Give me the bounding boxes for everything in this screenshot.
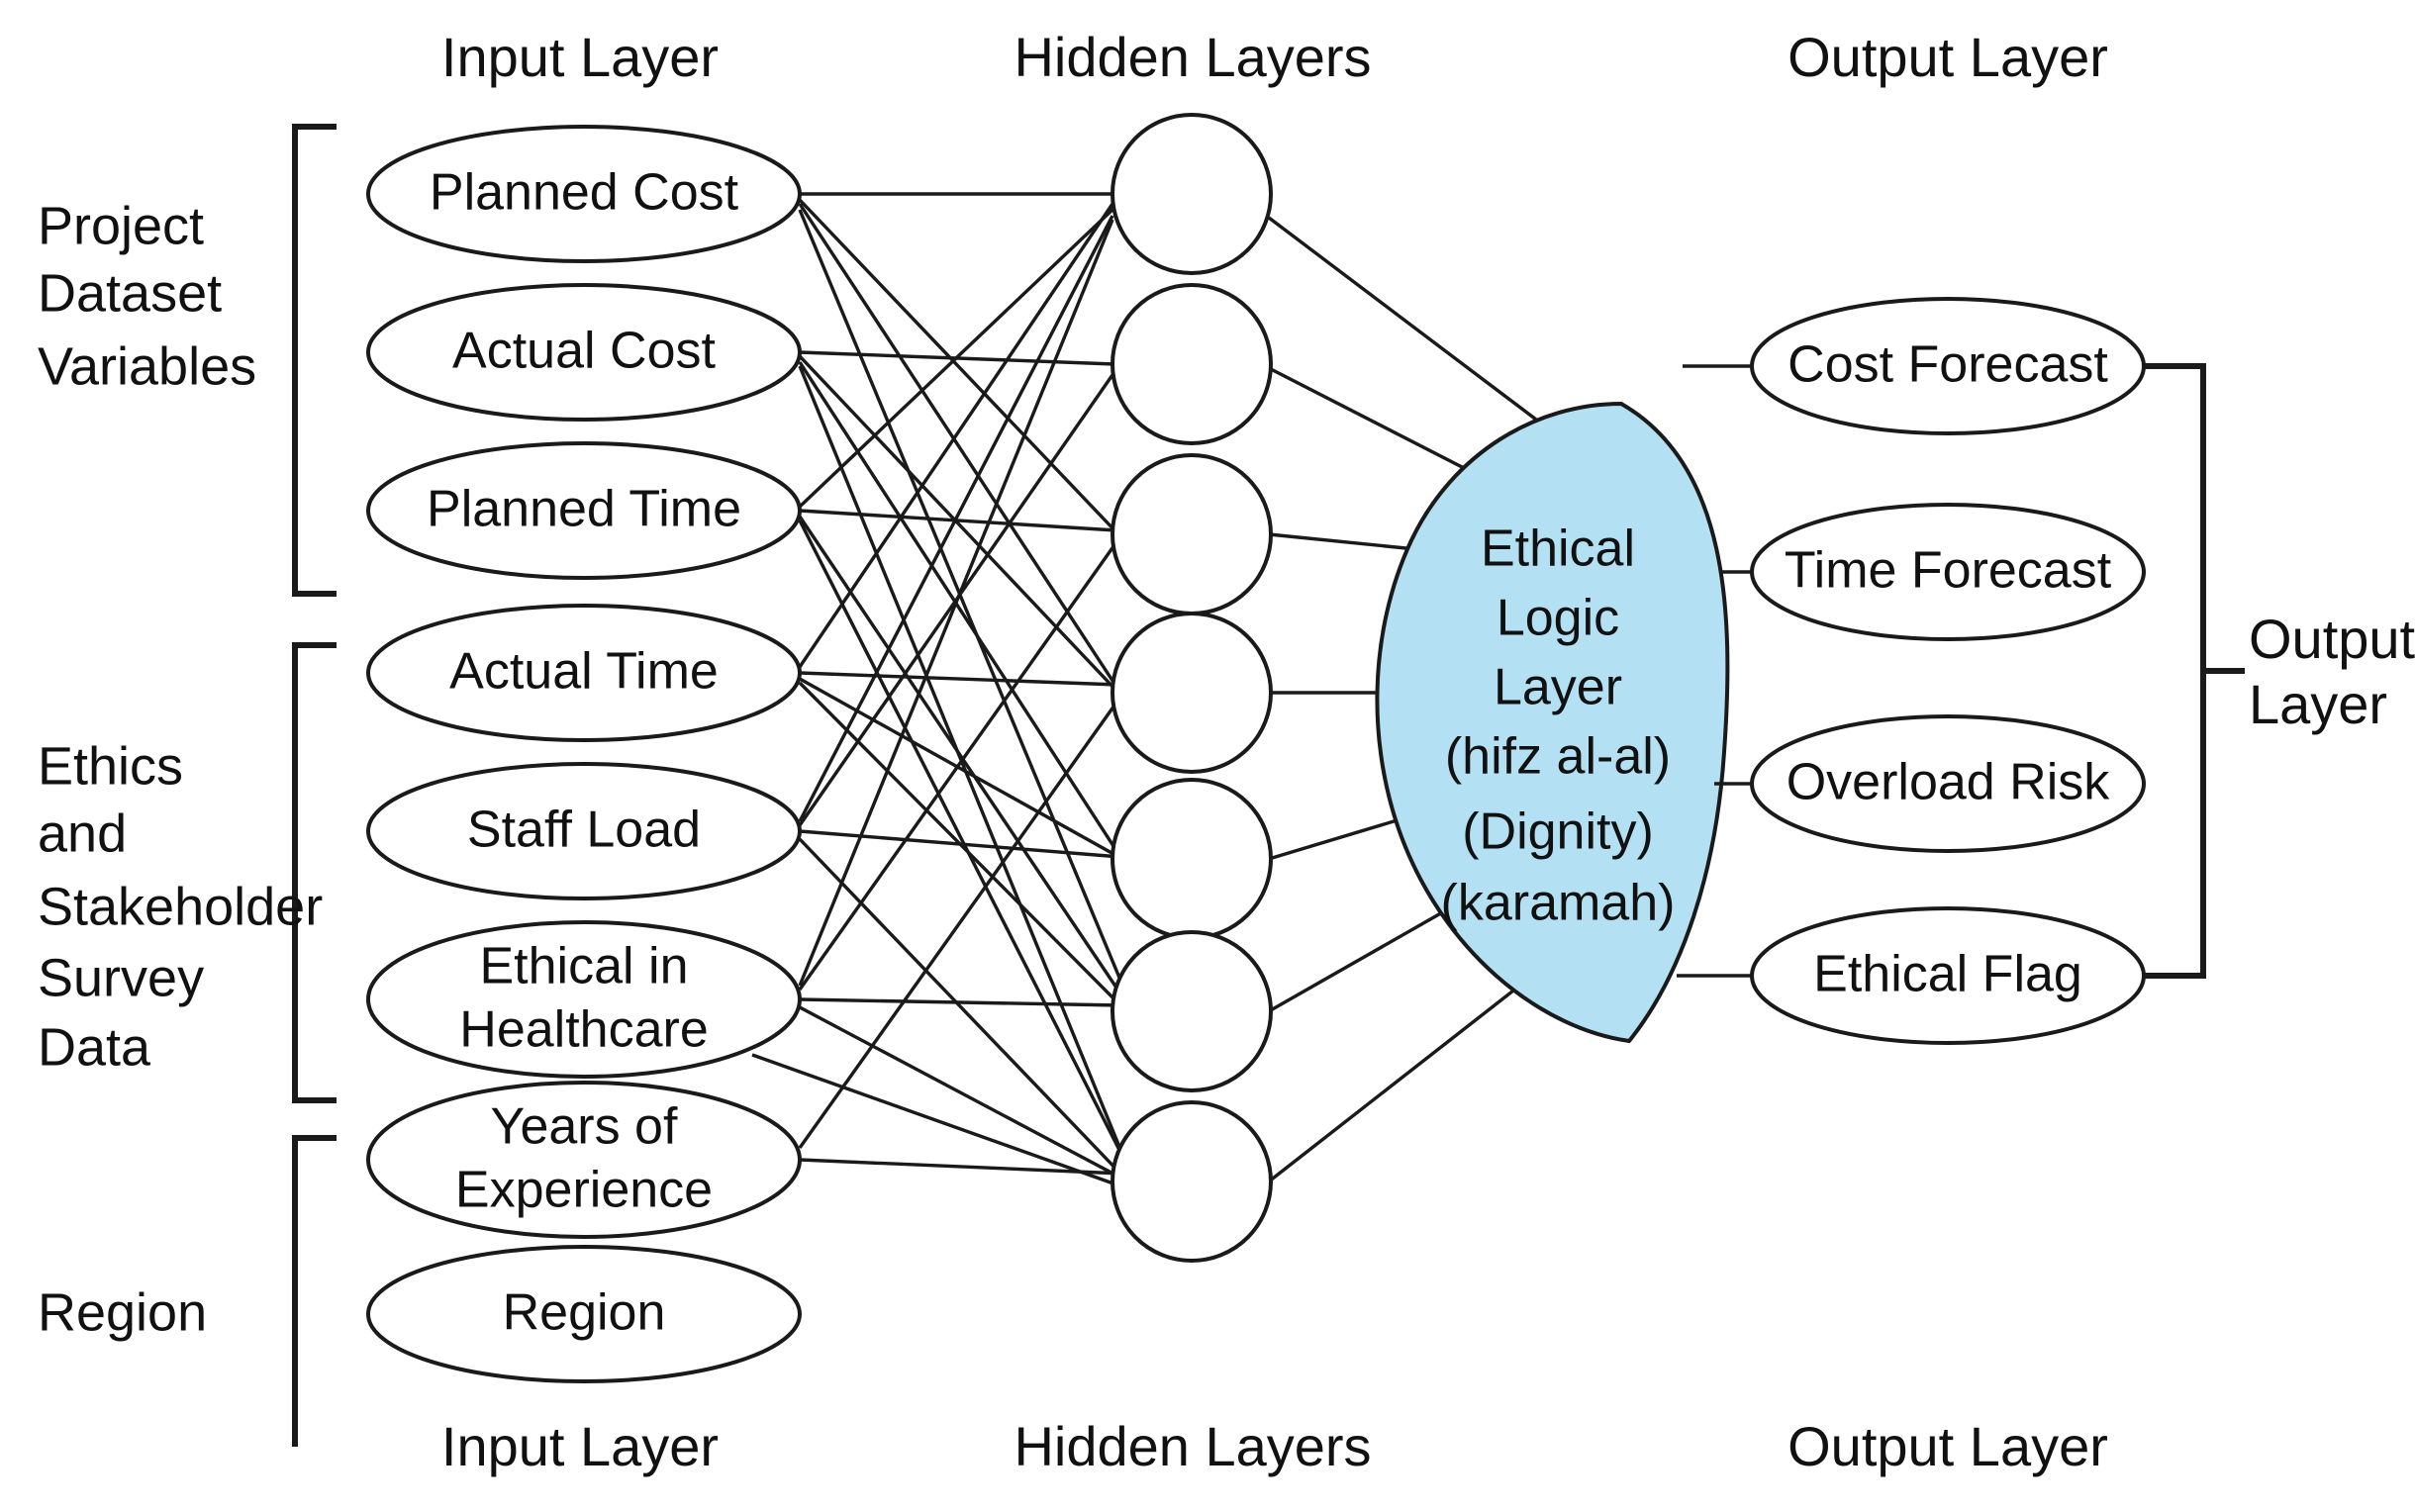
group-label-line: Region xyxy=(38,1282,207,1342)
output-node-overload-risk[interactable]: Overload Risk xyxy=(1750,714,2146,853)
ethical-layer-line: (Dignity) xyxy=(1462,803,1654,861)
input-node-label: Region xyxy=(503,1284,666,1342)
output-node-time-forecast[interactable]: Time Forecast xyxy=(1750,503,2146,641)
output-node-label: Ethical Flag xyxy=(1813,946,2082,1003)
group-label-project-dataset-variables: Project Dataset Variables xyxy=(38,196,256,396)
input-node-label: Actual Cost xyxy=(452,323,716,380)
output-node-label: Cost Forecast xyxy=(1787,336,2108,394)
input-node-label: Years of xyxy=(491,1098,678,1156)
hidden-node-2[interactable] xyxy=(1111,283,1273,445)
ethical-layer-line: (karamah) xyxy=(1441,875,1676,932)
input-node-label: Planned Time xyxy=(427,481,741,538)
input-node-label: Healthcare xyxy=(459,1001,708,1059)
header-bottom-output-layer: Output Layer xyxy=(1787,1415,2108,1477)
output-node-label: Time Forecast xyxy=(1785,542,2112,600)
input-node-region[interactable]: Region xyxy=(366,1245,802,1383)
output-layer-bracket xyxy=(2144,363,2245,979)
input-node-actual-time[interactable]: Actual Time xyxy=(366,604,802,742)
group-label-region: Region xyxy=(38,1282,207,1342)
group-label-line: Dataset xyxy=(38,263,222,323)
input-node-ethical-in-healthcare[interactable]: Ethical in Healthcare xyxy=(366,920,802,1079)
header-top-hidden-layers: Hidden Layers xyxy=(1014,26,1371,88)
group-label-line: Survey xyxy=(38,948,204,1007)
ethical-layer-line: Layer xyxy=(1494,659,1622,716)
group-label-line: Ethics xyxy=(38,736,183,796)
hidden-node-7[interactable] xyxy=(1111,1100,1273,1263)
ethical-layer-line: (hifz al-al) xyxy=(1445,728,1671,786)
group-label-line: Project xyxy=(38,196,204,255)
ethical-logic-layer[interactable]: Ethical Logic Layer (hifz al-al) (Dignit… xyxy=(1375,401,1730,1044)
hidden-node-5[interactable] xyxy=(1111,778,1273,940)
group-bracket-region xyxy=(292,1135,337,1447)
hidden-node-3[interactable] xyxy=(1111,453,1273,615)
group-label-line: and xyxy=(38,803,127,863)
input-node-label: Actual Time xyxy=(449,643,719,701)
output-layer-bracket-label-line: Output xyxy=(2249,608,2415,670)
ethical-layer-line: Logic xyxy=(1497,590,1619,647)
ethical-layer-line: Ethical xyxy=(1481,520,1635,578)
group-label-line: Data xyxy=(38,1017,151,1077)
input-node-planned-time[interactable]: Planned Time xyxy=(366,441,802,580)
output-layer-bracket-label: Output Layer xyxy=(2249,608,2415,735)
header-top-input-layer: Input Layer xyxy=(441,26,719,88)
group-label-line: Variables xyxy=(38,336,256,396)
input-node-label: Ethical in xyxy=(480,938,689,995)
input-node-actual-cost[interactable]: Actual Cost xyxy=(366,283,802,422)
hidden-node-4[interactable] xyxy=(1111,612,1273,774)
group-label-line: Stakeholder xyxy=(38,877,323,936)
group-label-ethics-stakeholder-survey-data: Ethics and Stakeholder Survey Data xyxy=(38,736,323,1077)
header-bottom-input-layer: Input Layer xyxy=(441,1415,719,1477)
group-bracket-project-dataset xyxy=(292,124,337,597)
input-node-years-of-experience[interactable]: Years of Experience xyxy=(366,1081,802,1239)
input-node-label: Staff Load xyxy=(467,802,701,859)
output-node-cost-forecast[interactable]: Cost Forecast xyxy=(1750,297,2146,435)
input-node-label: Experience xyxy=(455,1162,713,1219)
group-bracket-ethics-stakeholder xyxy=(292,642,337,1103)
header-top-output-layer: Output Layer xyxy=(1787,26,2108,88)
hidden-node-1[interactable] xyxy=(1111,113,1273,275)
output-layer-bracket-label-line: Layer xyxy=(2249,673,2387,735)
input-node-label: Planned Cost xyxy=(430,164,739,222)
output-node-ethical-flag[interactable]: Ethical Flag xyxy=(1750,906,2146,1045)
input-node-planned-cost[interactable]: Planned Cost xyxy=(366,125,802,263)
edges-input-to-hidden xyxy=(751,192,1130,1189)
output-node-label: Overload Risk xyxy=(1787,754,2111,811)
header-bottom-hidden-layers: Hidden Layers xyxy=(1014,1415,1371,1477)
input-node-staff-load[interactable]: Staff Load xyxy=(366,762,802,900)
hidden-node-6[interactable] xyxy=(1111,930,1273,1092)
